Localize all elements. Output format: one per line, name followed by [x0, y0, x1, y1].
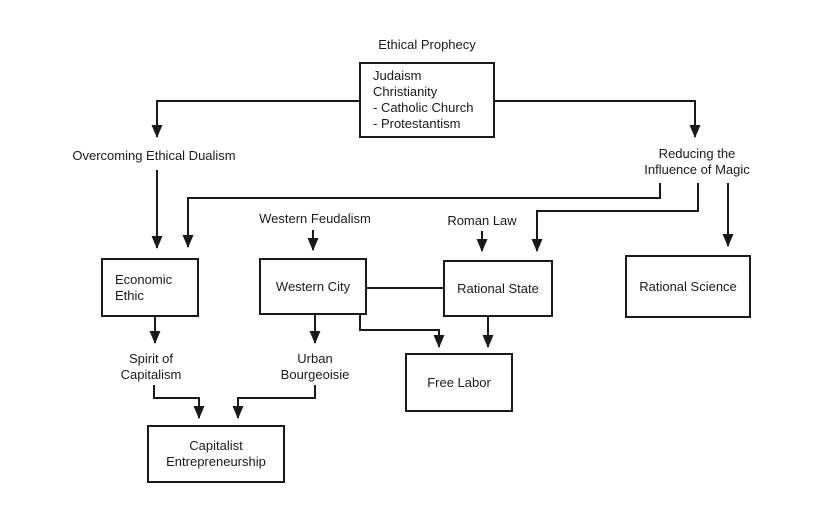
box-judaism-line-4: - Protestantism	[373, 116, 461, 131]
label-spirit-line-2: Capitalism	[120, 367, 182, 382]
box-judaism-line-3: - Catholic Church	[373, 100, 474, 115]
label-urban-line-2: Bourgeoisie	[280, 367, 350, 382]
label-urban-bourgeoisie: Urban Bourgeoisie	[281, 351, 350, 383]
arrow-prophecy-to-overcoming	[151, 100, 359, 138]
box-free-labor-label: Free Labor	[427, 374, 491, 390]
label-spirit-of-capitalism: Spirit of Capitalism	[121, 351, 182, 383]
box-economic-ethic: Economic Ethic	[101, 258, 199, 317]
label-urban-line-1: Urban	[297, 351, 333, 366]
label-reducing-influence-of-magic: Reducing the Influence of Magic	[644, 146, 750, 178]
label-reducing-line-2: Influence of Magic	[644, 162, 750, 177]
arrow-prophecy-to-reducing	[495, 100, 701, 138]
box-capitalist-line-2: Entrepreneurship	[166, 454, 266, 469]
box-judaism-line-1: Judaism	[373, 68, 422, 83]
box-rational-state: Rational State	[443, 260, 553, 317]
arrow-reducing-to-economic-ethic	[182, 183, 661, 248]
arrow-reducing-to-rational-state	[531, 183, 699, 252]
box-ethical-prophecy-religions: Judaism Christianity - Catholic Church -…	[359, 62, 495, 138]
box-western-city-label: Western City	[275, 278, 351, 294]
box-western-city: Western City	[259, 258, 367, 315]
box-rational-science-label: Rational Science	[639, 278, 737, 294]
box-capitalist-entrepreneurship: Capitalist Entrepreneurship	[147, 425, 285, 483]
box-free-labor: Free Labor	[405, 353, 513, 412]
arrow-spirit-to-capitalist	[153, 385, 205, 419]
arrow-urban-to-capitalist	[232, 385, 316, 419]
box-economic-ethic-line-1: Economic	[115, 271, 173, 287]
label-ethical-prophecy: Ethical Prophecy	[378, 37, 476, 52]
box-capitalist-line-1: Capitalist	[189, 438, 243, 453]
label-overcoming-ethical-dualism: Overcoming Ethical Dualism	[72, 148, 236, 163]
label-reducing-line-1: Reducing the	[658, 146, 736, 161]
box-rational-science: Rational Science	[625, 255, 751, 318]
box-economic-ethic-line-2: Ethic	[115, 287, 144, 303]
label-roman-law: Roman Law	[447, 213, 517, 228]
label-western-feudalism: Western Feudalism	[259, 211, 371, 226]
box-rational-state-label: Rational State	[457, 280, 539, 296]
box-judaism-line-2: Christianity	[373, 84, 438, 99]
arrow-western-city-to-free-labor	[359, 315, 445, 348]
label-spirit-line-1: Spirit of	[128, 351, 174, 366]
